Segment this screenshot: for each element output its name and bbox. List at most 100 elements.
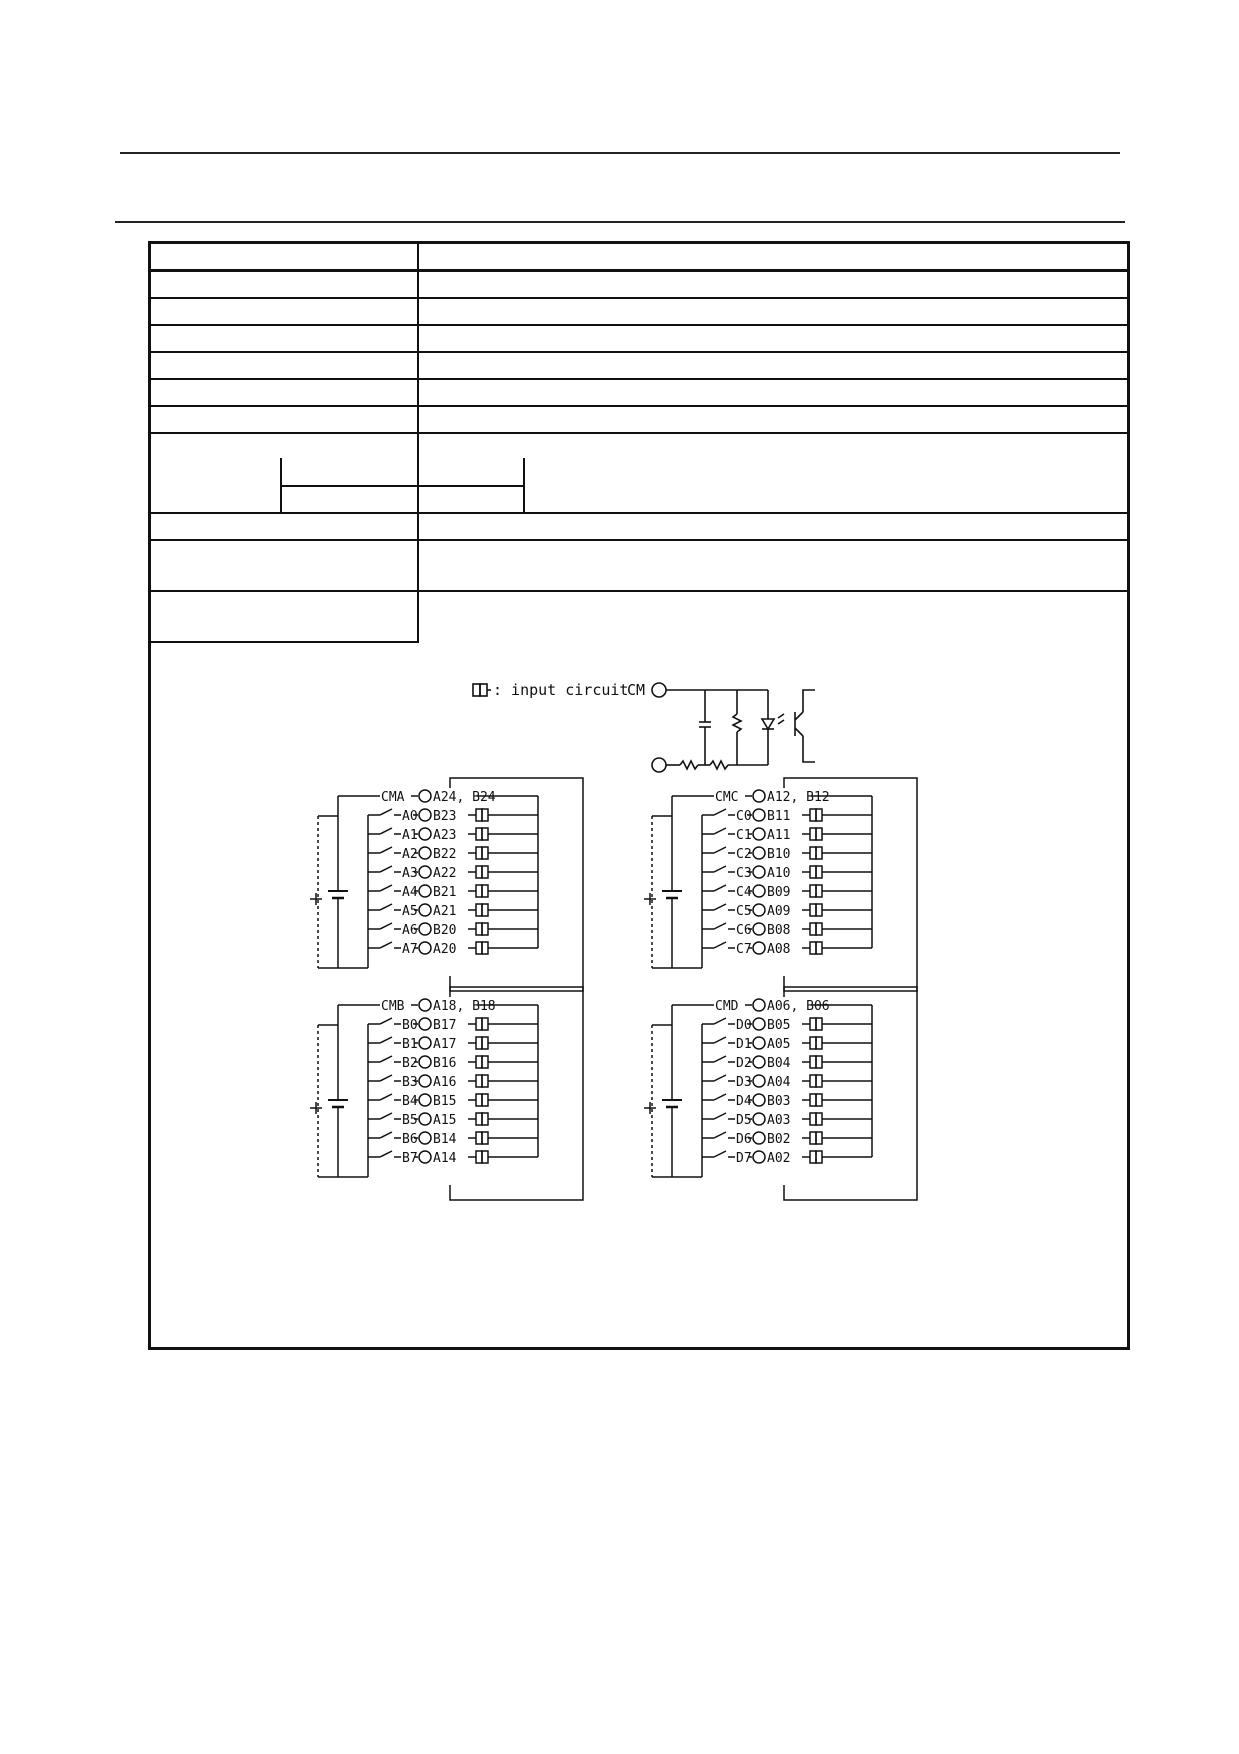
channel-label: C7 — [736, 942, 752, 957]
input-circuit-icon — [809, 1074, 817, 1088]
pin-label: A23 — [433, 828, 456, 843]
input-circuit-icon — [475, 1093, 483, 1107]
input-circuit-icon — [475, 941, 483, 955]
channel-terminal — [752, 1074, 766, 1088]
input-circuit-icon — [815, 846, 823, 860]
channel-label: C5 — [736, 904, 752, 919]
channel-terminal — [418, 1150, 432, 1164]
input-circuit-icon — [481, 941, 489, 955]
input-circuit-icon — [481, 903, 489, 917]
common-terminal — [752, 998, 766, 1012]
pin-label: A20 — [433, 942, 456, 957]
common-pin-label: A12, B12 — [767, 790, 830, 805]
input-circuit-icon — [475, 1112, 483, 1126]
input-circuit-icon — [475, 1017, 483, 1031]
input-circuit-icon — [475, 846, 483, 860]
common-pin-label: A18, B18 — [433, 999, 496, 1014]
input-circuit-icon — [475, 1074, 483, 1088]
channel-terminal — [752, 1093, 766, 1107]
input-circuit-icon — [815, 1112, 823, 1126]
channel-label: D2 — [736, 1056, 752, 1071]
table-column-divider — [280, 458, 282, 514]
channel-label: C2 — [736, 847, 752, 862]
input-terminal — [651, 757, 667, 773]
input-circuit-icon — [815, 903, 823, 917]
input-circuit-icon — [475, 1055, 483, 1069]
input-circuit-icon — [481, 1074, 489, 1088]
switch-icon — [379, 941, 393, 949]
input-circuit-icon — [809, 1017, 817, 1031]
channel-terminal — [418, 808, 432, 822]
pin-label: A11 — [767, 828, 790, 843]
table-row-divider — [151, 512, 1127, 514]
input-circuit-icon — [815, 941, 823, 955]
input-circuit-icon — [809, 1093, 817, 1107]
channel-terminal — [752, 1036, 766, 1050]
channel-terminal — [418, 865, 432, 879]
input-circuit-label: : input circuit — [493, 681, 628, 699]
table-row-divider — [151, 539, 1127, 541]
module-outline — [449, 777, 584, 992]
channel-terminal — [418, 1074, 432, 1088]
pin-label: B20 — [433, 923, 456, 938]
channel-label: C6 — [736, 923, 752, 938]
input-circuit-icon — [809, 827, 817, 841]
channel-terminal — [752, 1017, 766, 1031]
input-circuit-icon — [475, 884, 483, 898]
pin-label: A14 — [433, 1151, 457, 1166]
table-row-divider — [151, 405, 1127, 407]
channel-label: D1 — [736, 1037, 752, 1052]
cm-terminal-label: CM — [627, 681, 645, 699]
input-circuit-symbol — [472, 683, 481, 697]
common-terminal — [418, 998, 432, 1012]
input-circuit-icon — [475, 1036, 483, 1050]
channel-label: B3 — [402, 1075, 418, 1090]
input-circuit-icon — [481, 1150, 489, 1164]
module-outline — [783, 986, 918, 1201]
channel-terminal — [752, 1055, 766, 1069]
input-circuit-icon — [481, 1131, 489, 1145]
switch-icon — [379, 865, 393, 873]
channel-terminal — [418, 1055, 432, 1069]
pin-label: B16 — [433, 1056, 456, 1071]
pin-label: A16 — [433, 1075, 456, 1090]
input-circuit-icon — [475, 865, 483, 879]
switch-icon — [713, 1150, 727, 1158]
pin-label: A22 — [433, 866, 456, 881]
channel-terminal — [418, 941, 432, 955]
channel-terminal — [752, 808, 766, 822]
pin-label: A09 — [767, 904, 790, 919]
channel-terminal — [418, 827, 432, 841]
channel-label: B1 — [402, 1037, 418, 1052]
channel-label: C3 — [736, 866, 752, 881]
input-circuit-icon — [815, 865, 823, 879]
pin-label: A04 — [767, 1075, 791, 1090]
input-circuit-icon — [481, 1093, 489, 1107]
table-row-divider — [151, 324, 1127, 326]
input-circuit-icon — [809, 884, 817, 898]
channel-label: C1 — [736, 828, 752, 843]
channel-terminal — [752, 1112, 766, 1126]
input-circuit-icon — [809, 1036, 817, 1050]
switch-icon — [379, 1074, 393, 1082]
switch-icon — [379, 1131, 393, 1139]
switch-icon — [713, 827, 727, 835]
channel-terminal — [752, 865, 766, 879]
channel-terminal — [752, 827, 766, 841]
table-row-divider — [151, 297, 1127, 299]
input-circuit-icon — [475, 1150, 483, 1164]
channel-terminal — [752, 1150, 766, 1164]
cm-terminal — [651, 682, 667, 698]
photo-diode-icon — [760, 718, 776, 731]
pin-label: A05 — [767, 1037, 790, 1052]
input-circuit-icon — [481, 827, 489, 841]
common-label: CMC — [715, 790, 738, 805]
input-circuit-icon — [481, 884, 489, 898]
input-circuit-icon — [815, 1131, 823, 1145]
switch-icon — [379, 884, 393, 892]
switch-icon — [379, 1093, 393, 1101]
pin-label: B10 — [767, 847, 790, 862]
